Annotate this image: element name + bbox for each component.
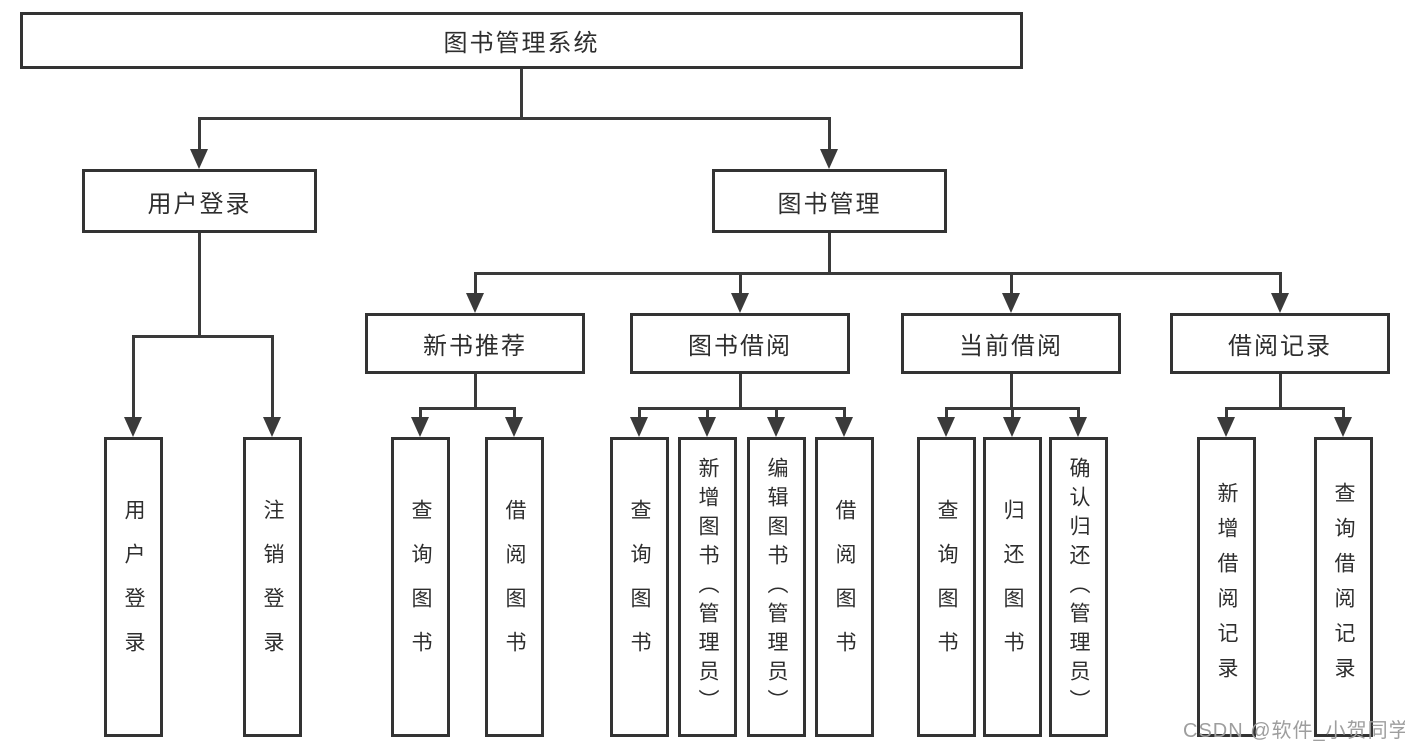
connector-drop-leaf [843,407,846,419]
connector-drop-leaf [271,335,274,419]
leaf-add-books-admin: 新增图书（管理员） [678,437,737,737]
leaf-confirm-return-admin: 确认归还（管理员） [1049,437,1108,737]
connector-borrow-records-hline [1225,407,1345,410]
arrow-down-icon [190,149,208,169]
connector-book-borrow-hline [638,407,846,410]
connector-drop-current-borrow [1010,272,1013,296]
connector-borrow-records-stem [1279,374,1282,408]
node-label: 图书管理系统 [443,30,600,57]
connector-drop-leaf [945,407,948,419]
node-label: 新书推荐 [423,333,527,360]
arrow-down-icon [820,149,838,169]
leaf-user-login: 用户登录 [104,437,163,737]
arrow-down-icon [767,417,785,437]
node-label: 用户登录 [147,190,252,218]
leaf-borrow-books-recommend: 借阅图书 [485,437,544,737]
connector-user-login-stem [198,233,201,336]
leaf-label: 查询图书 [409,499,432,675]
arrow-down-icon [1003,417,1021,437]
connector-drop-leaf [419,407,422,419]
connector-new-book-hline [419,407,516,410]
node-library-management-system: 图书管理系统 [20,12,1023,69]
connector-drop-leaf [1342,407,1345,419]
node-new-book-recommend: 新书推荐 [365,313,585,374]
connector-drop-leaf [1225,407,1228,419]
node-label: 借阅记录 [1228,333,1332,360]
connector-new-book-stem [474,374,477,408]
leaf-label: 注销登录 [261,499,284,675]
connector-drop-leaf [706,407,709,419]
connector-drop-new-book [474,272,477,296]
node-label: 图书管理 [777,190,882,218]
connector-drop-book-management [828,117,831,151]
node-borrow-records: 借阅记录 [1170,313,1390,374]
arrow-down-icon [466,293,484,313]
connector-book-management-stem [828,233,831,274]
connector-drop-leaf [132,335,135,419]
connector-drop-book-borrow [739,272,742,296]
leaf-query-books-borrow: 查询图书 [610,437,669,737]
arrow-down-icon [411,417,429,437]
leaf-label: 查询图书 [628,499,651,675]
node-label: 当前借阅 [959,333,1063,360]
connector-drop-leaf [1011,407,1014,419]
node-label: 图书借阅 [688,333,792,360]
connector-user-login-hline [132,335,274,338]
connector-root-hline [198,117,831,120]
arrow-down-icon [1069,417,1087,437]
leaf-label: 新增借阅记录 [1215,482,1238,692]
leaf-query-books-recommend: 查询图书 [391,437,450,737]
node-current-borrow: 当前借阅 [901,313,1121,374]
leaf-borrow-books: 借阅图书 [815,437,874,737]
leaf-label: 查询借阅记录 [1332,482,1355,692]
arrow-down-icon [630,417,648,437]
leaf-label: 借阅图书 [833,499,856,675]
arrow-down-icon [1002,293,1020,313]
leaf-label: 用户登录 [122,499,145,675]
node-book-borrow: 图书借阅 [630,313,850,374]
csdn-watermark: CSDN @软件_小贺同学 [1183,720,1405,742]
leaf-label: 查询图书 [935,499,958,675]
leaf-label: 确认归还（管理员） [1067,456,1090,718]
leaf-logout: 注销登录 [243,437,302,737]
node-book-management: 图书管理 [712,169,947,233]
connector-drop-leaf [775,407,778,419]
connector-book-borrow-stem [739,374,742,408]
node-user-login: 用户登录 [82,169,317,233]
connector-root-stem [520,69,523,118]
leaf-add-borrow-record: 新增借阅记录 [1197,437,1256,737]
arrow-down-icon [263,417,281,437]
leaf-query-books-current: 查询图书 [917,437,976,737]
arrow-down-icon [1217,417,1235,437]
connector-drop-leaf [638,407,641,419]
leaf-return-books: 归还图书 [983,437,1042,737]
arrow-down-icon [731,293,749,313]
leaf-label: 借阅图书 [503,499,526,675]
arrow-down-icon [698,417,716,437]
arrow-down-icon [1334,417,1352,437]
arrow-down-icon [124,417,142,437]
connector-drop-borrow-records [1279,272,1282,296]
connector-drop-user-login [198,117,201,151]
arrow-down-icon [937,417,955,437]
arrow-down-icon [835,417,853,437]
leaf-label: 新增图书（管理员） [696,456,719,718]
leaf-edit-books-admin: 编辑图书（管理员） [747,437,806,737]
leaf-label: 编辑图书（管理员） [765,456,788,718]
leaf-label: 归还图书 [1001,499,1024,675]
connector-drop-leaf [513,407,516,419]
connector-current-borrow-stem [1010,374,1013,408]
arrow-down-icon [505,417,523,437]
connector-book-management-hline [474,272,1282,275]
connector-drop-leaf [1077,407,1080,419]
arrow-down-icon [1271,293,1289,313]
leaf-query-borrow-record: 查询借阅记录 [1314,437,1373,737]
